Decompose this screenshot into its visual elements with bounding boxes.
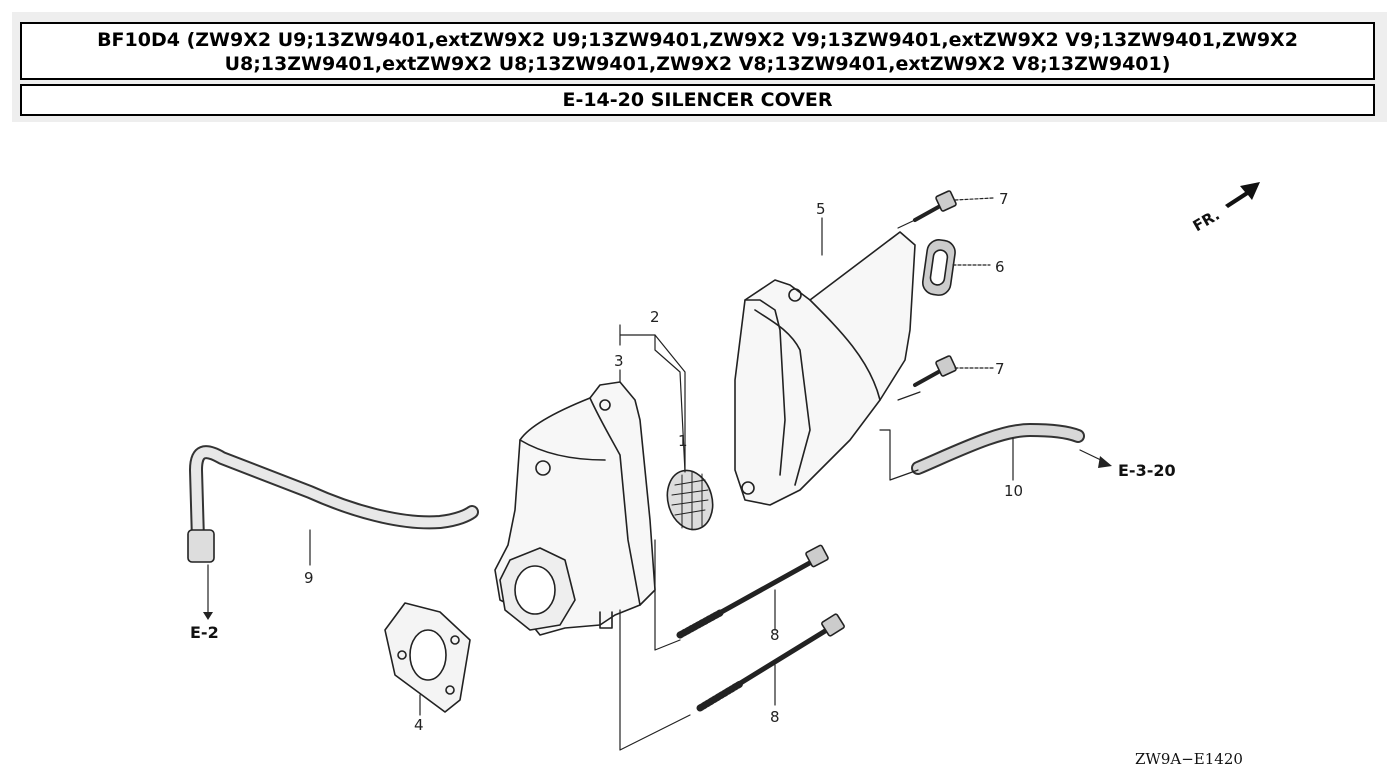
bolt-part-7-lower xyxy=(913,355,957,387)
ref-e2: E-2 xyxy=(190,623,219,642)
long-bolt-part-8-lower xyxy=(696,613,845,712)
callout-1: 1 xyxy=(678,432,688,450)
gasket-part-4 xyxy=(384,602,471,713)
callout-9: 9 xyxy=(304,569,314,587)
callout-7-upper: 7 xyxy=(999,190,1009,208)
callout-7-lower: 7 xyxy=(995,360,1005,378)
drain-tube-part-10 xyxy=(911,423,1085,475)
ref-e3-20: E-3-20 xyxy=(1118,461,1176,480)
e2-arrowhead xyxy=(203,612,213,620)
callout-8-lower: 8 xyxy=(770,708,780,726)
callout-10: 10 xyxy=(1004,482,1023,500)
model-title: BF10D4 (ZW9X2 U9;13ZW9401,extZW9X2 U9;13… xyxy=(20,22,1375,80)
long-bolt-part-8-upper xyxy=(676,544,829,639)
callout-4: 4 xyxy=(414,716,424,734)
callout-8-upper: 8 xyxy=(770,626,780,644)
model-title-line1: BF10D4 (ZW9X2 U9;13ZW9401,extZW9X2 U9;13… xyxy=(97,29,1298,51)
callout-6: 6 xyxy=(995,258,1005,276)
bolt-part-7-upper xyxy=(913,190,957,222)
grommet-part-6 xyxy=(921,239,956,296)
header-panel: BF10D4 (ZW9X2 U9;13ZW9401,extZW9X2 U9;13… xyxy=(12,12,1387,122)
e320-arrowhead xyxy=(1098,456,1112,468)
screen-part-1 xyxy=(666,469,714,531)
front-direction-arrow xyxy=(1225,182,1260,208)
front-label: FR. xyxy=(1190,206,1223,235)
silencer-cover-part-5 xyxy=(734,231,916,506)
breather-tube-part-9 xyxy=(187,445,479,563)
leader-lines xyxy=(207,197,1106,751)
model-title-line2: U8;13ZW9401,extZW9X2 U8;13ZW9401,ZW9X2 V… xyxy=(224,53,1171,75)
section-title: E-14-20 SILENCER COVER xyxy=(20,84,1375,116)
callout-5: 5 xyxy=(816,200,826,218)
drawing-code: ZW9A−E1420 xyxy=(1135,750,1243,768)
callout-2: 2 xyxy=(650,308,660,326)
silencer-case-part-3 xyxy=(494,381,656,636)
callout-3: 3 xyxy=(614,352,624,370)
